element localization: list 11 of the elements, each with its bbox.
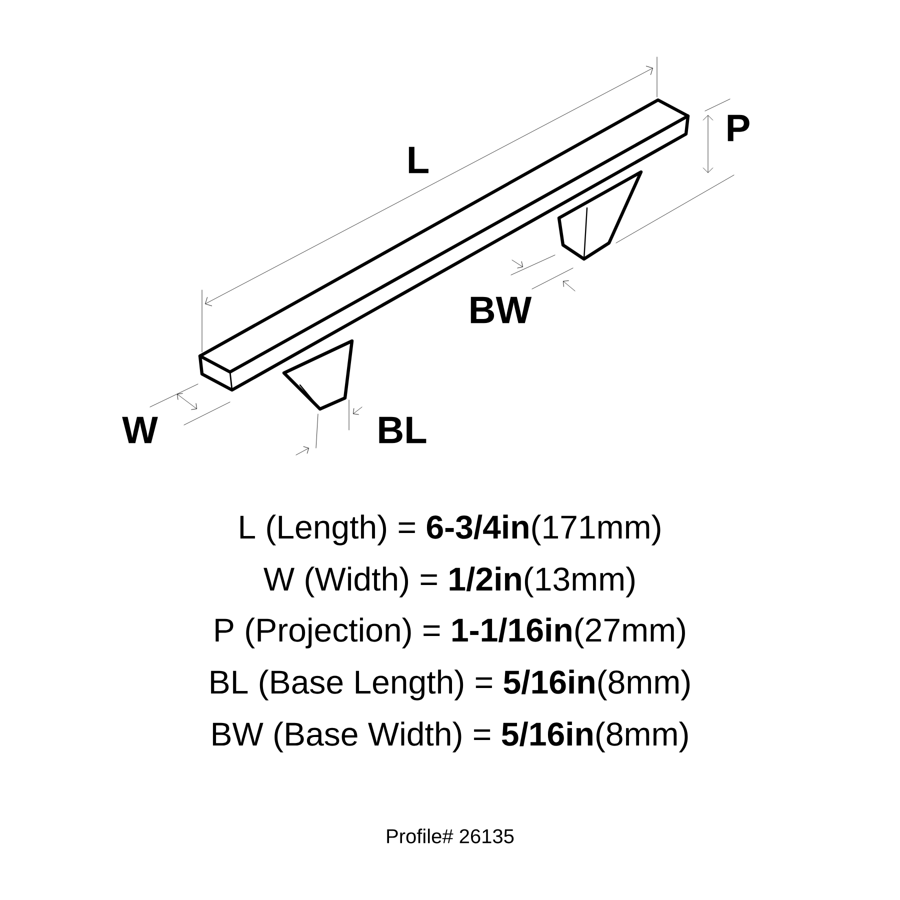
- dimension-label: BW: [470, 296, 532, 324]
- spec-line: W (Width) = 1/2in(13mm): [264, 566, 634, 598]
- spec-line: P (Projection) = 1-1/16in(27mm): [216, 618, 685, 648]
- dimension-label: L: [408, 146, 428, 174]
- profile-number: Profile# 26135: [387, 828, 514, 844]
- dimension-label: W: [122, 416, 158, 444]
- dimension-label: BL: [379, 416, 426, 444]
- spec-line: L (Length) = 6-3/4in(171mm): [240, 514, 660, 546]
- dimension-label: P: [728, 114, 750, 142]
- spec-line: BL (Base Length) = 5/16in(8mm): [211, 670, 690, 700]
- spec-line: BW (Base Width) = 5/16in(8mm): [212, 722, 688, 752]
